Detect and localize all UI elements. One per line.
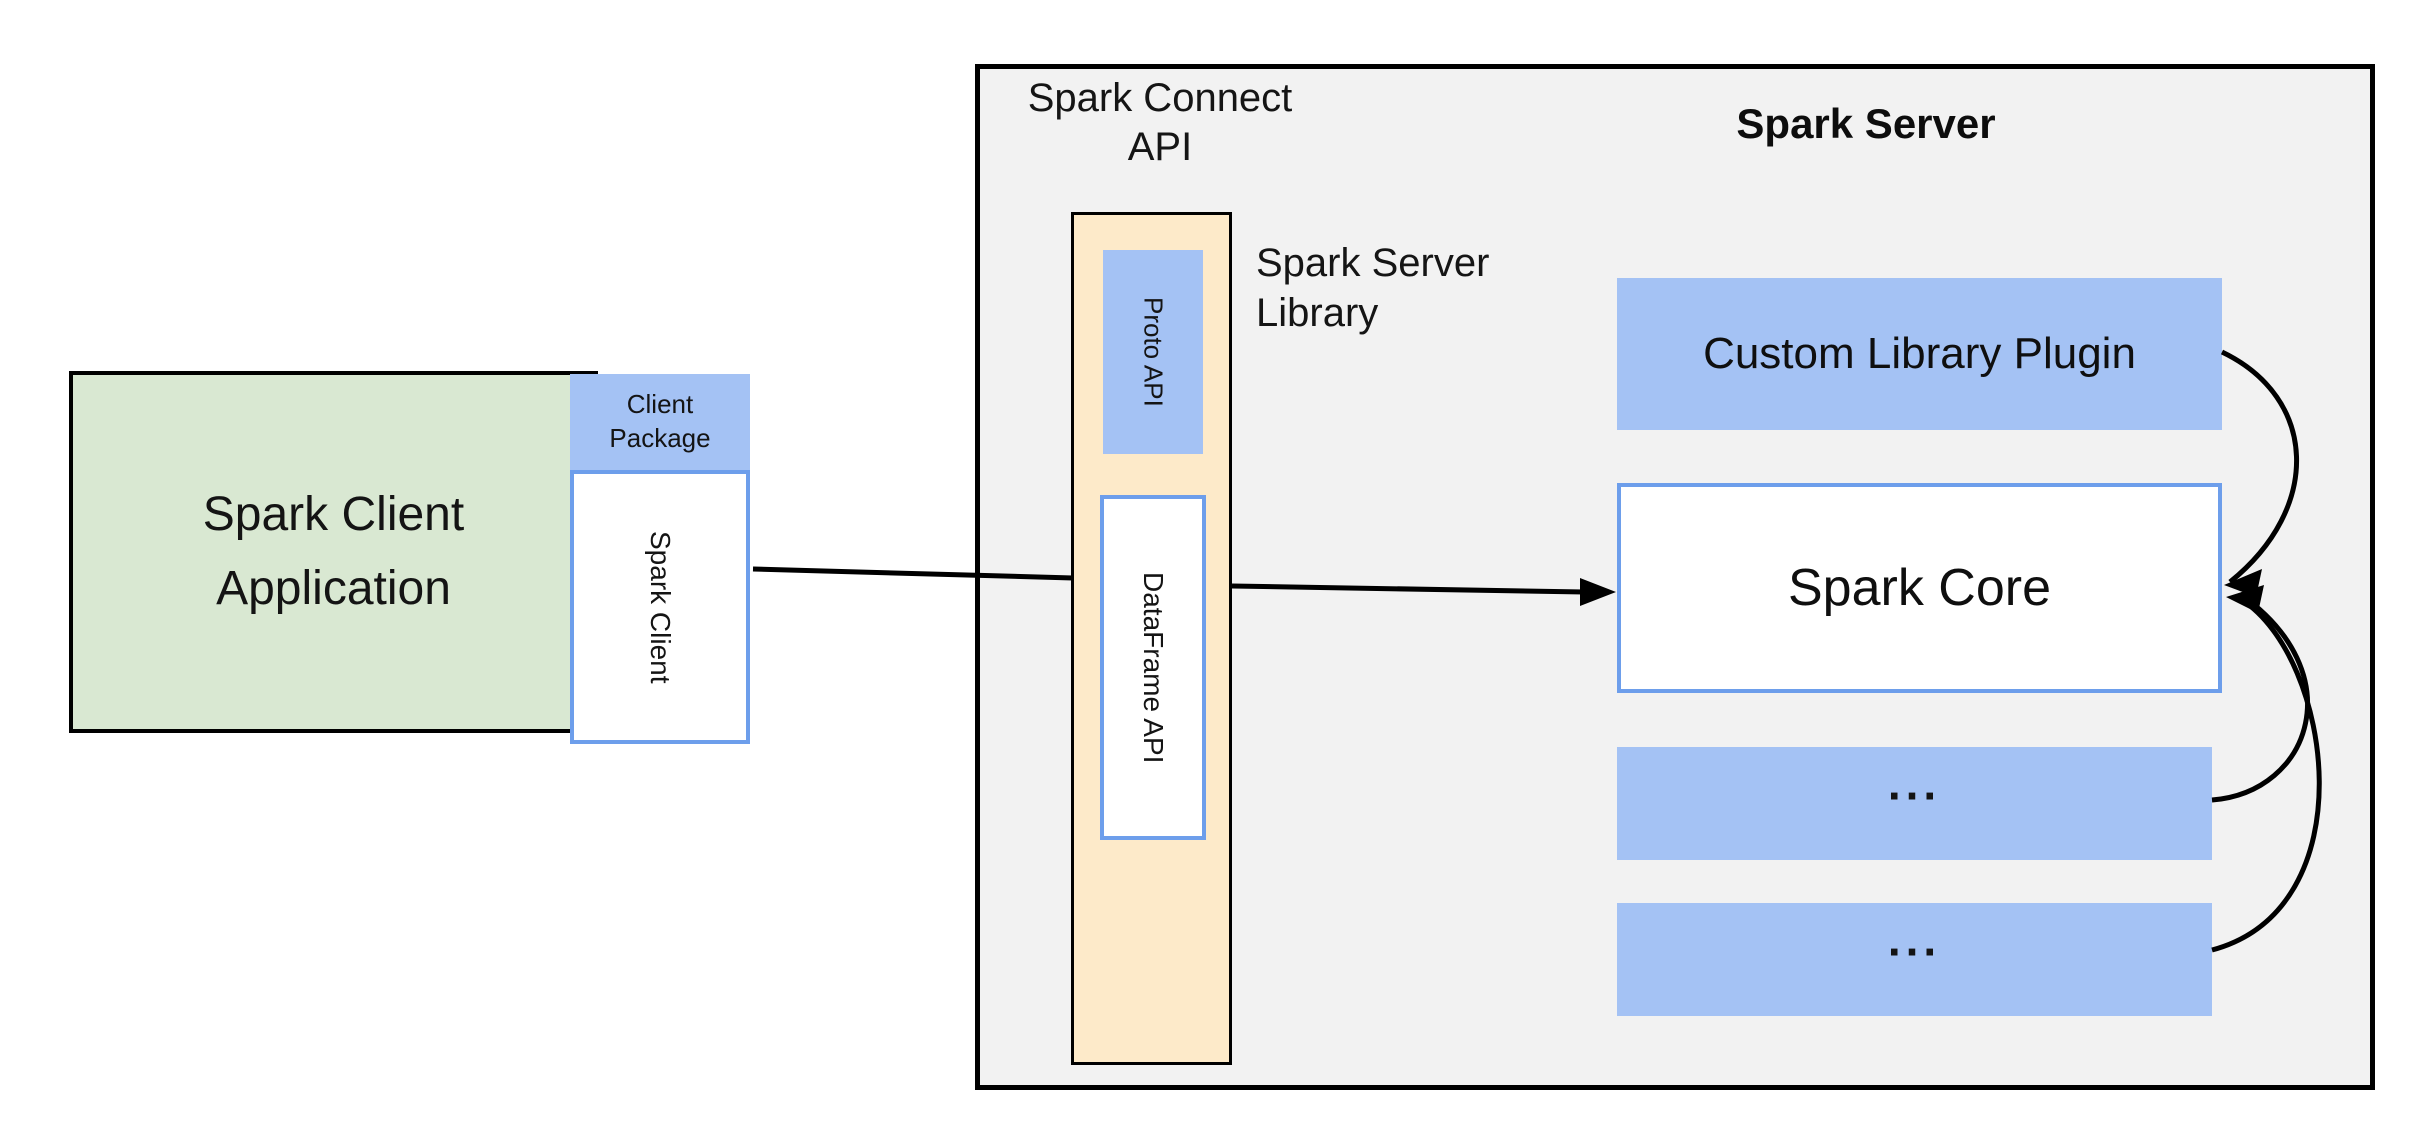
custom-library-plugin-label: Custom Library Plugin: [1703, 329, 2136, 378]
spark-server-title: Spark Server: [1736, 100, 1996, 147]
dataframe-api-label: DataFrame API: [1138, 571, 1169, 764]
proto-api-label: Proto API: [1138, 297, 1169, 407]
spark-core-label: Spark Core: [1788, 559, 2051, 617]
ellipsis-label-1: ...: [1887, 756, 1942, 809]
custom-library-plugin-node: Custom Library Plugin: [1617, 278, 2222, 430]
spark-client-label: Spark Client: [645, 530, 676, 684]
spark-client-node: Spark Client: [570, 470, 750, 744]
ellipsis-label-2: ...: [1887, 912, 1942, 965]
spark-server-library-label: Spark Server Library: [1256, 241, 1490, 335]
client-package-label: Client Package: [609, 389, 711, 453]
spark-client-application-label: Spark Client Application: [202, 487, 465, 615]
spark-connect-api-label: Spark Connect API: [1027, 76, 1293, 169]
dataframe-api-node: DataFrame API: [1100, 495, 1206, 840]
proto-api-node: Proto API: [1103, 250, 1203, 454]
client-package-node: Client Package: [570, 374, 750, 470]
other-plugin-node-2: ...: [1617, 903, 2212, 1016]
spark-client-application-node: Spark Client Application: [69, 371, 598, 733]
spark-core-node: Spark Core: [1617, 483, 2222, 693]
other-plugin-node-1: ...: [1617, 747, 2212, 860]
